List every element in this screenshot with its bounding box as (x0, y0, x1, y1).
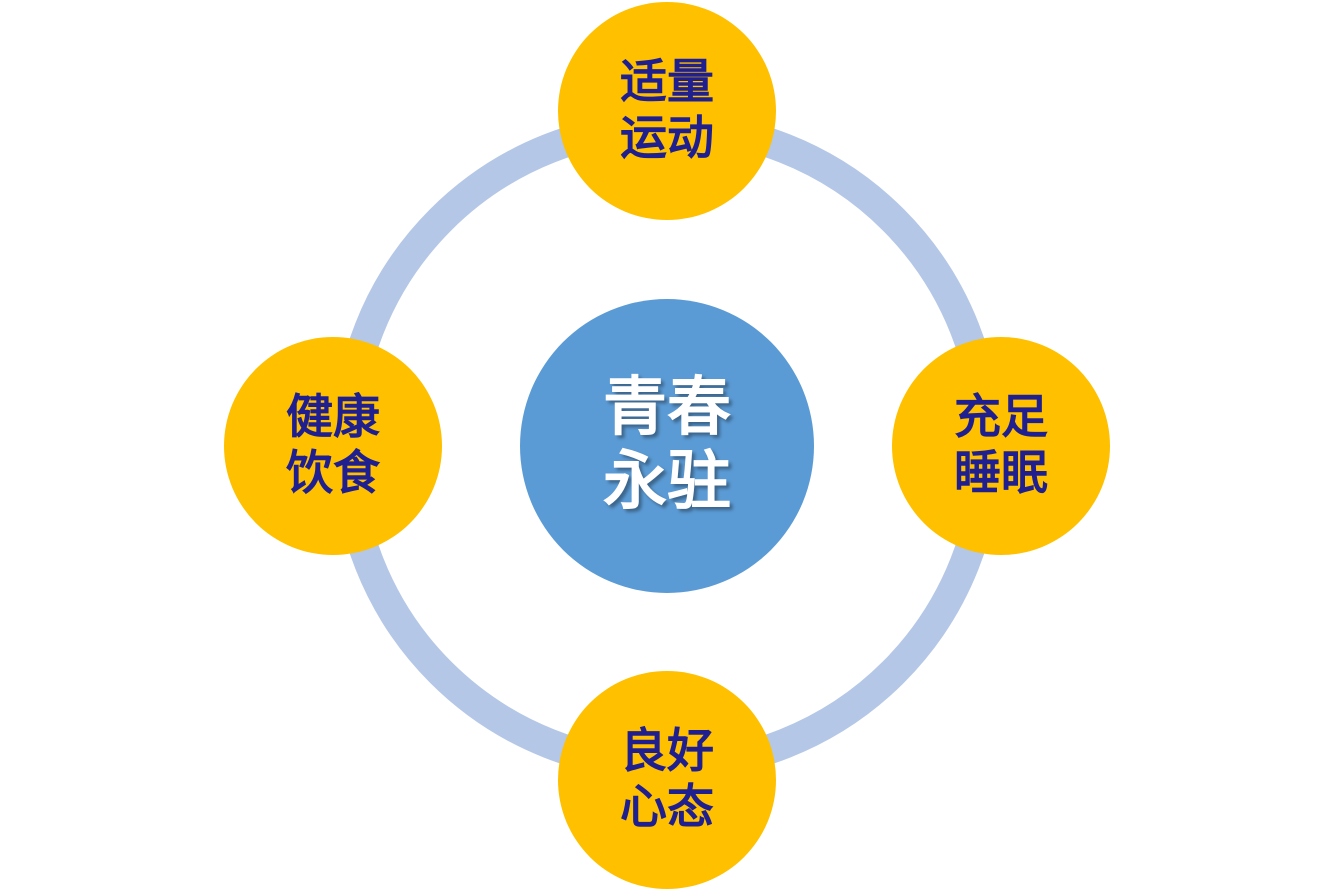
node-right-label-line-1: 充足 (954, 389, 1048, 445)
node-moderate-exercise: 适量 运动 (558, 2, 776, 220)
node-healthy-diet: 健康 饮食 (224, 337, 442, 555)
node-top-label-line-2: 运动 (620, 111, 714, 166)
center-node-youth-forever: 青春 永驻 (520, 299, 814, 593)
node-good-mindset: 良好 心态 (558, 671, 776, 889)
node-top-label-line-1: 适量 (620, 54, 714, 110)
node-sufficient-sleep: 充足 睡眠 (892, 337, 1110, 555)
node-bottom-label-line-1: 良好 (620, 723, 714, 779)
center-label-line-2: 永驻 (603, 445, 731, 519)
center-label-line-1: 青春 (603, 371, 731, 446)
node-right-label-line-2: 睡眠 (954, 446, 1048, 501)
node-bottom-label-line-2: 心态 (620, 780, 714, 835)
node-left-label-line-2: 饮食 (286, 446, 380, 501)
node-left-label-line-1: 健康 (286, 389, 380, 445)
